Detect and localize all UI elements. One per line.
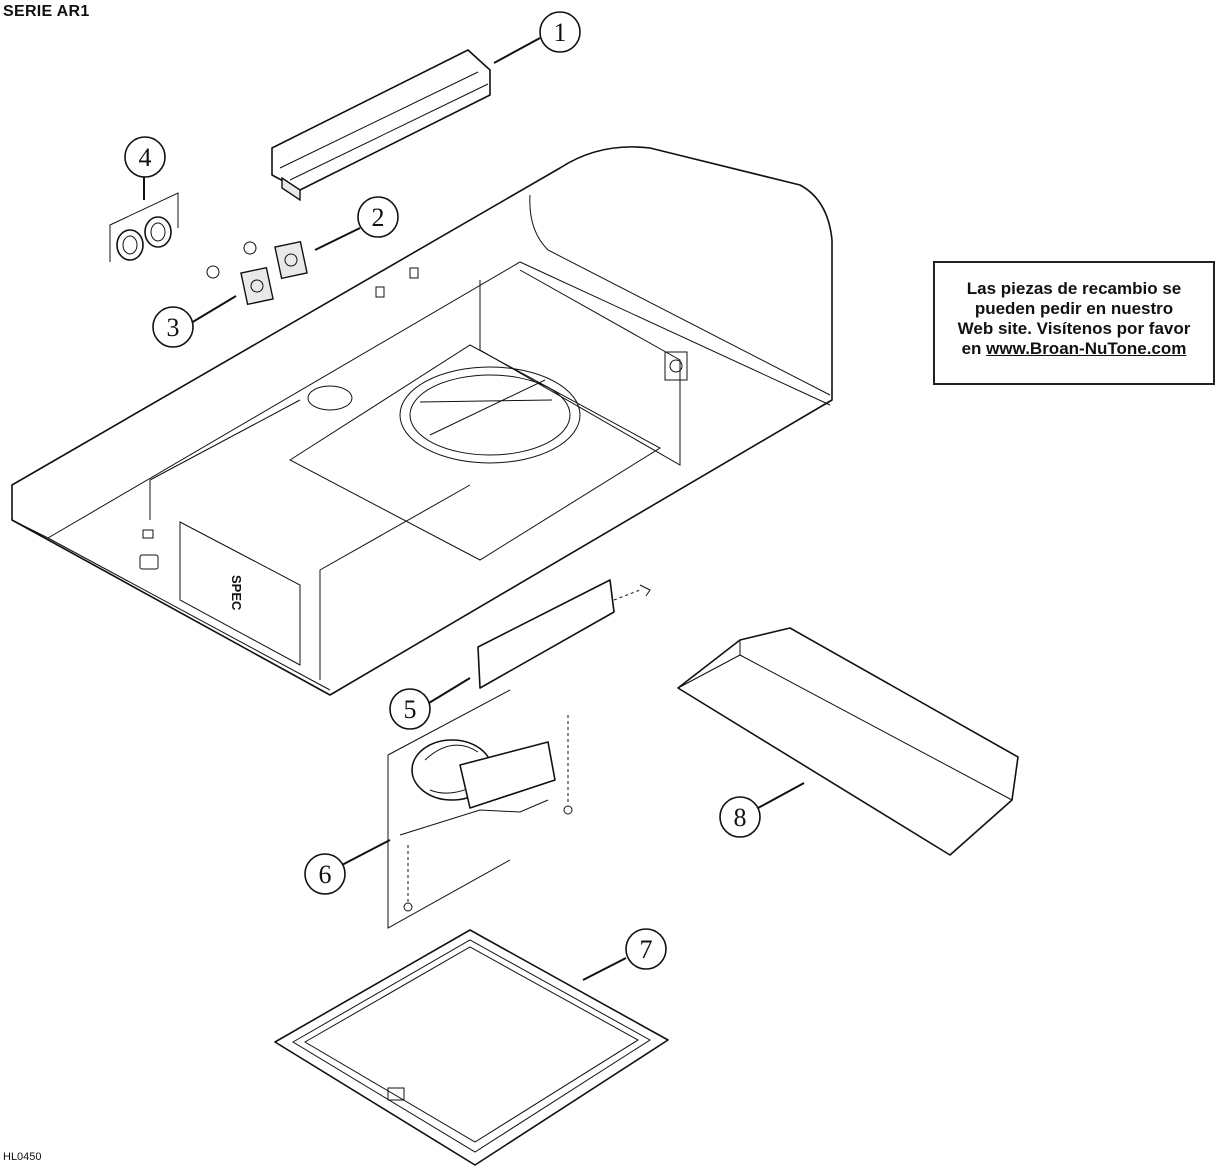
callout-4: 4 [124, 136, 166, 178]
callout-1: 1 [539, 11, 581, 53]
website-link[interactable]: www.Broan-NuTone.com [986, 339, 1187, 358]
leader-lines [143, 37, 805, 981]
parts-note-line-3: Web site. Visítenos por favor [957, 319, 1191, 338]
parts-note-prefix: en [961, 339, 987, 358]
callout-5: 5 [389, 688, 431, 730]
svg-text:4: 4 [139, 143, 152, 172]
svg-text:3: 3 [167, 313, 180, 342]
drawing-code: HL0450 [3, 1151, 42, 1163]
part-1-wiring-box-cover [271, 49, 491, 202]
replacement-parts-note: Las piezas de recambio se pueden pedir e… [933, 261, 1215, 385]
part-7-filter [274, 929, 669, 1166]
svg-text:2: 2 [372, 203, 385, 232]
parts-note-line-2: pueden pedir en nuestro [974, 299, 1174, 318]
callout-7: 7 [625, 928, 667, 970]
series-title: SERIE AR1 [3, 3, 90, 20]
callout-3: 3 [152, 306, 194, 348]
part-2-switch [274, 240, 308, 280]
svg-text:8: 8 [734, 803, 747, 832]
part-5-blower-plate [477, 579, 651, 689]
callout-6: 6 [304, 853, 346, 895]
part-8-lens [677, 627, 1019, 856]
range-hood-body [11, 146, 833, 696]
part-4-knobs [109, 192, 179, 262]
svg-text:5: 5 [404, 695, 417, 724]
callout-2: 2 [357, 196, 399, 238]
part-6-motor-blower [387, 689, 573, 929]
svg-text:1: 1 [554, 18, 567, 47]
svg-text:6: 6 [319, 860, 332, 889]
parts-note-line-1: Las piezas de recambio se [966, 279, 1182, 298]
parts-note-line-4: en www.Broan-NuTone.com [939, 339, 1209, 359]
callout-8: 8 [719, 796, 761, 838]
spec-label: SPEC [229, 575, 244, 611]
part-3-switch-assembly [206, 241, 274, 306]
svg-text:7: 7 [640, 935, 653, 964]
